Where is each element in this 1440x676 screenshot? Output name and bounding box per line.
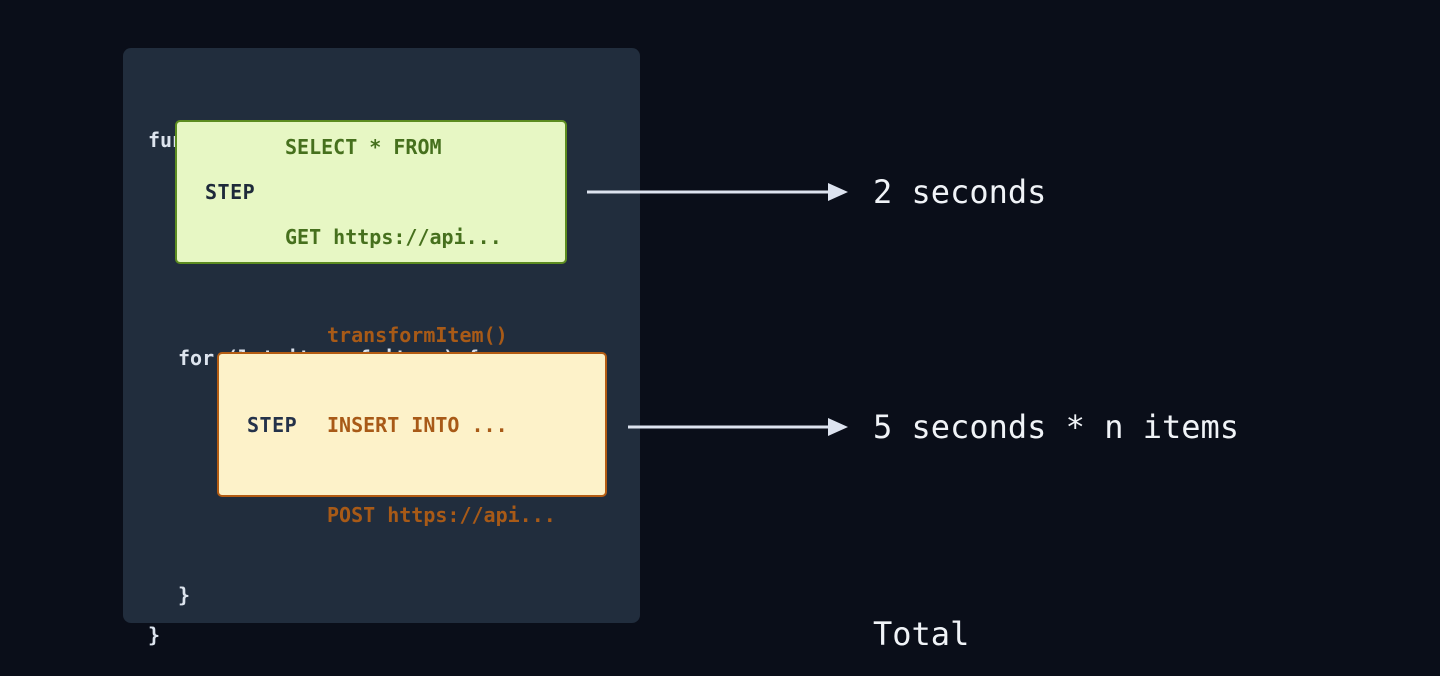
total-summary: Total 100 items = 502 seconds xyxy=(873,529,1316,676)
total-label: Total xyxy=(873,615,970,653)
step-code-line: INSERT INTO ... xyxy=(327,412,508,437)
step1-duration-text: 2 seconds xyxy=(873,173,1047,211)
step-code-lines: transformItem() INSERT INTO ... POST htt… xyxy=(327,260,556,590)
arrow-right-icon xyxy=(587,183,848,201)
for-loop-close-brace: } xyxy=(178,583,191,607)
step-code-line: POST https://api... xyxy=(327,502,556,527)
code-panel: function () { STEP SELECT * FROM GET htt… xyxy=(123,48,640,647)
arrow-right-icon xyxy=(628,418,848,436)
step-box-transform-load: STEP transformItem() INSERT INTO ... POS… xyxy=(217,323,607,527)
step-label: STEP xyxy=(247,412,298,437)
step-label: STEP xyxy=(205,180,256,204)
step-code-lines: SELECT * FROM GET https://api... xyxy=(285,72,502,312)
function-close-brace: } xyxy=(148,623,161,647)
step2-duration-text: 5 seconds * n items xyxy=(873,408,1240,446)
step-box-extract: STEP SELECT * FROM GET https://api... xyxy=(175,120,567,264)
step-code-line: GET https://api... xyxy=(285,225,502,249)
step-code-line: SELECT * FROM xyxy=(285,135,442,159)
step-code-line: transformItem() xyxy=(327,322,508,347)
